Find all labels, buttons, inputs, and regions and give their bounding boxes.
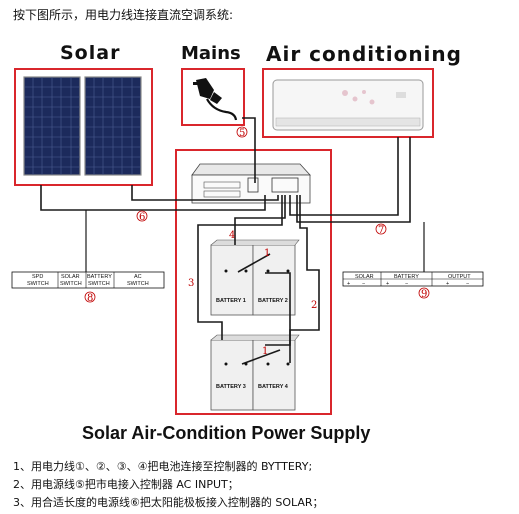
terminal-battery-label: BATTERY	[394, 274, 419, 280]
solar-frame	[14, 68, 153, 186]
callout-1-bottom: 1	[262, 346, 268, 357]
battery-1-label: BATTERY 1	[216, 298, 246, 304]
terminal-solar-label: SOLAR	[355, 274, 374, 280]
callout-8: 8	[87, 293, 93, 304]
controller-unit	[191, 163, 311, 204]
callout-2: 2	[311, 300, 317, 311]
callout-4: 4	[229, 230, 235, 241]
wiring	[40, 117, 411, 365]
ac-switch-label-2: SWITCH	[127, 281, 149, 287]
svg-text:−: −	[362, 281, 365, 287]
solar-switch-label-2: SWITCH	[60, 281, 82, 287]
instruction-2: 2、用电源线⑤把市电接入控制器 AC INPUT；	[13, 478, 239, 491]
callout-3: 3	[188, 278, 194, 289]
battery-switch-label-2: SWITCH	[88, 281, 110, 287]
svg-text:+: +	[386, 281, 389, 287]
battery-terminals	[224, 269, 290, 366]
terminal-output-label: OUTPUT	[448, 274, 471, 280]
switch-panel-left	[11, 271, 165, 289]
intro-text: 按下图所示，用电力线连接直流空调系统:	[13, 8, 234, 22]
svg-text:+: +	[446, 281, 449, 287]
ac-switch-label-1: AC	[134, 274, 142, 280]
callout-7: 7	[378, 225, 384, 236]
solar-panel-icon	[23, 76, 142, 176]
air-conditioner-icon	[272, 79, 424, 131]
main-title: Solar Air-Condition Power Supply	[82, 423, 371, 443]
mains-heading: Mains	[181, 43, 241, 64]
battery-3-label: BATTERY 3	[216, 384, 246, 390]
instruction-3: 3、用合适长度的电源线⑥把太阳能极板接入控制器的 SOLAR；	[13, 496, 324, 509]
callout-6: 6	[139, 212, 145, 223]
svg-text:+: +	[347, 281, 350, 287]
battery-bank	[210, 239, 300, 411]
battery-switch-label-1: BATTERY	[87, 274, 112, 280]
spd-switch-label-2: SWITCH	[27, 281, 49, 287]
terminal-panel-right: + − + − + −	[342, 271, 484, 287]
mains-frame	[181, 68, 245, 126]
svg-text:−: −	[405, 281, 408, 287]
instruction-1: 1、用电力线①、②、③、④把电池连接至控制器的 BYTTERY;	[13, 460, 313, 473]
callout-9: 9	[421, 289, 427, 300]
callout-5: 5	[239, 128, 245, 139]
callout-markers	[84, 126, 430, 303]
spd-switch-label-1: SPD	[32, 274, 43, 280]
solar-switch-label-1: SOLAR	[61, 274, 80, 280]
controller-frame	[175, 149, 332, 415]
battery-4-label: BATTERY 4	[258, 384, 289, 390]
solar-heading: Solar	[60, 42, 121, 64]
callout-1-top: 1	[264, 248, 270, 259]
ac-frame	[262, 68, 434, 138]
mains-plug-icon	[193, 78, 238, 121]
air-conditioning-heading: Air conditioning	[266, 42, 462, 66]
svg-text:−: −	[466, 281, 469, 287]
battery-2-label: BATTERY 2	[258, 298, 288, 304]
